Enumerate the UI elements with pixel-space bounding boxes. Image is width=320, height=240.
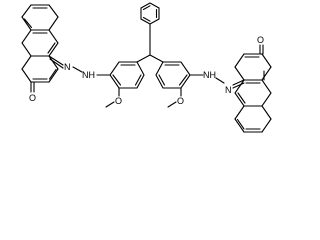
carbonyl-oxygen-left: O	[29, 93, 36, 103]
phenyl-ring	[140, 2, 160, 25]
nh-right-label: NH	[203, 70, 216, 80]
carbonyl-oxygen-right: O	[257, 35, 264, 45]
left-benzene-ring	[109, 61, 145, 89]
azo-nitrogen-right-label: N	[225, 85, 232, 95]
left-methoxy-group: O	[105, 87, 122, 108]
methoxy-oxygen-right: O	[177, 96, 184, 106]
left-naphthalenone: O	[21, 4, 59, 103]
right-hydrazone-linkage: NH N	[189, 70, 245, 95]
right-methoxy-group: O	[167, 87, 184, 108]
chemical-structure-diagram: O O NH N NH N	[21, 2, 272, 133]
methine-bonds	[136, 23, 164, 63]
methoxy-oxygen-left: O	[115, 96, 122, 106]
left-hydrazone-linkage: NH N	[48, 55, 111, 80]
right-benzene-ring	[155, 61, 191, 89]
azo-nitrogen-left-label: N	[64, 62, 71, 72]
right-naphthalenone: O	[234, 35, 272, 133]
nh-left-label: NH	[82, 70, 95, 80]
